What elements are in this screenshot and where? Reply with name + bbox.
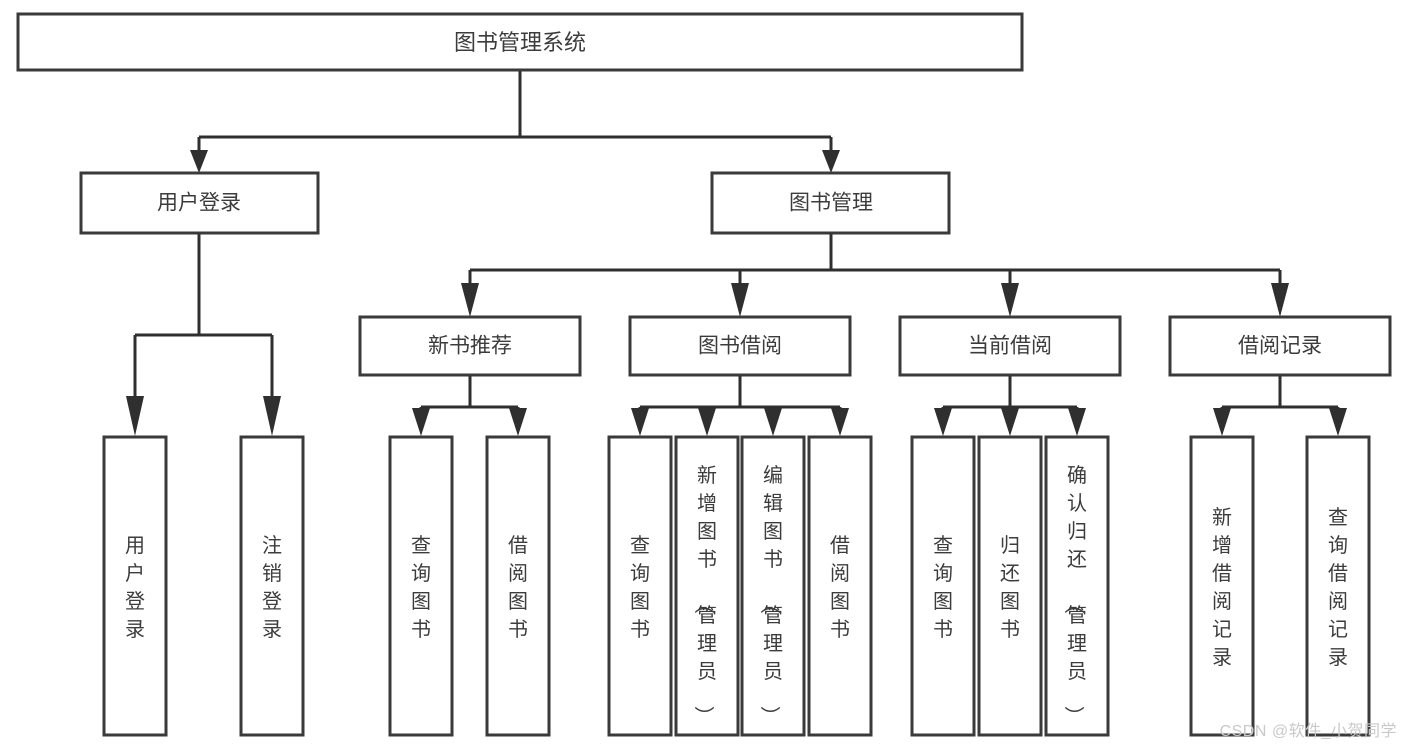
node-leaf-logout-label: 注销登录 (262, 534, 282, 641)
node-leaf-bb-edit-book-box[interactable] (740, 435, 806, 737)
node-leaf-nb-borrow-book-label: 借阅图书 (508, 534, 528, 641)
arrow-icon-leaf-b3 (764, 408, 782, 436)
arrow-icon-new-book (461, 283, 479, 317)
node-leaf-br-add-record-label: 新增借阅记录 (1212, 506, 1232, 669)
node-current-borrow-box[interactable] (898, 315, 1122, 377)
node-leaf-nb-query-book-label: 查询图书 (411, 534, 431, 641)
node-leaf-nb-borrow-book[interactable]: 借阅图书 (485, 435, 551, 737)
node-leaf-cb-return-book[interactable]: 归还图书 (977, 435, 1043, 737)
node-leaf-bb-borrow-book-label: 借阅图书 (830, 534, 850, 641)
node-leaf-bb-query-book-box[interactable] (607, 435, 673, 737)
node-book-manage[interactable]: 图书管理 (710, 171, 951, 235)
arrow-icon-user-login (190, 150, 208, 173)
node-book-borrow[interactable]: 图书借阅 (628, 315, 852, 377)
node-leaf-br-query-record[interactable]: 查询借阅记录 (1305, 435, 1371, 737)
node-user-login-box[interactable] (79, 171, 320, 235)
node-leaf-bb-borrow-book[interactable]: 借阅图书 (807, 435, 873, 737)
node-leaf-user-login-box[interactable] (102, 435, 168, 737)
node-leaf-bb-query-book[interactable]: 查询图书 (607, 435, 673, 737)
node-leaf-cb-confirm-return[interactable]: 确认归还（管理员） (1044, 435, 1110, 737)
arrow-icon-leaf-c3 (1068, 408, 1086, 436)
node-current-borrow[interactable]: 当前借阅 (898, 315, 1122, 377)
arrow-icon-current-borrow (1001, 283, 1019, 317)
node-user-login-label: 用户登录 (157, 192, 241, 215)
node-leaf-bb-add-book-box[interactable] (674, 435, 740, 737)
edges-layer (126, 70, 1347, 436)
arrow-icon-book-manage (822, 150, 840, 173)
node-leaf-cb-query-book[interactable]: 查询图书 (910, 435, 976, 737)
node-borrow-record-box[interactable] (1168, 315, 1392, 377)
node-leaf-cb-confirm-return-label: 确认归还（管理员） (1062, 464, 1087, 726)
node-leaf-bb-add-book[interactable]: 新增图书（管理员） (674, 435, 740, 737)
node-leaf-bb-edit-book[interactable]: 编辑图书（管理员） (740, 435, 806, 737)
node-leaf-br-add-record-box[interactable] (1189, 435, 1255, 737)
arrow-icon-leaf-u1 (126, 396, 144, 436)
arrow-icon-leaf-c1 (934, 408, 952, 436)
node-user-login[interactable]: 用户登录 (79, 171, 320, 235)
node-borrow-record[interactable]: 借阅记录 (1168, 315, 1392, 377)
node-root-label: 图书管理系统 (454, 30, 586, 55)
node-book-manage-box[interactable] (710, 171, 951, 235)
node-new-book-recommend-box[interactable] (358, 315, 582, 377)
node-leaf-user-login[interactable]: 用户登录 (102, 435, 168, 737)
node-leaf-br-query-record-box[interactable] (1305, 435, 1371, 737)
node-root-box[interactable] (16, 12, 1024, 72)
arrow-icon-leaf-r1 (1213, 408, 1231, 436)
node-leaf-bb-edit-book-label: 编辑图书（管理员） (758, 464, 783, 726)
node-leaf-br-query-record-label: 查询借阅记录 (1328, 506, 1348, 669)
node-leaf-nb-query-book-box[interactable] (388, 435, 454, 737)
arrow-icon-leaf-b2 (698, 408, 716, 436)
arrow-icon-leaf-r2 (1329, 408, 1347, 436)
node-new-book-recommend[interactable]: 新书推荐 (358, 315, 582, 377)
node-leaf-cb-return-book-box[interactable] (977, 435, 1043, 737)
node-borrow-record-label: 借阅记录 (1238, 335, 1322, 358)
node-new-book-recommend-label: 新书推荐 (428, 335, 512, 358)
node-book-borrow-box[interactable] (628, 315, 852, 377)
node-leaf-nb-borrow-book-box[interactable] (485, 435, 551, 737)
node-leaf-cb-query-book-label: 查询图书 (933, 534, 953, 641)
node-leaf-nb-query-book[interactable]: 查询图书 (388, 435, 454, 737)
arrow-icon-leaf-u2 (263, 396, 281, 436)
node-current-borrow-label: 当前借阅 (968, 335, 1052, 358)
node-leaf-cb-confirm-return-box[interactable] (1044, 435, 1110, 737)
node-book-manage-label: 图书管理 (789, 192, 873, 215)
arrow-icon-leaf-c2 (1001, 408, 1019, 436)
node-root[interactable]: 图书管理系统 (16, 12, 1024, 72)
arrow-icon-borrow-record (1271, 283, 1289, 317)
arrow-icon-leaf-b1 (631, 408, 649, 436)
node-leaf-logout[interactable]: 注销登录 (239, 435, 305, 737)
arrow-icon-leaf-b4 (831, 408, 849, 436)
node-leaf-bb-add-book-label: 新增图书（管理员） (692, 464, 717, 726)
node-leaf-user-login-label: 用户登录 (125, 535, 145, 641)
node-book-borrow-label: 图书借阅 (698, 335, 782, 358)
node-leaf-br-add-record[interactable]: 新增借阅记录 (1189, 435, 1255, 737)
node-leaf-cb-query-book-box[interactable] (910, 435, 976, 737)
arrow-icon-leaf-n1 (412, 408, 430, 436)
arrow-icon-book-borrow (731, 283, 749, 317)
arrow-icon-leaf-n2 (509, 408, 527, 436)
node-leaf-bb-borrow-book-box[interactable] (807, 435, 873, 737)
node-leaf-bb-query-book-label: 查询图书 (630, 534, 650, 641)
node-leaf-logout-box[interactable] (239, 435, 305, 737)
node-leaf-cb-return-book-label: 归还图书 (1000, 534, 1020, 641)
